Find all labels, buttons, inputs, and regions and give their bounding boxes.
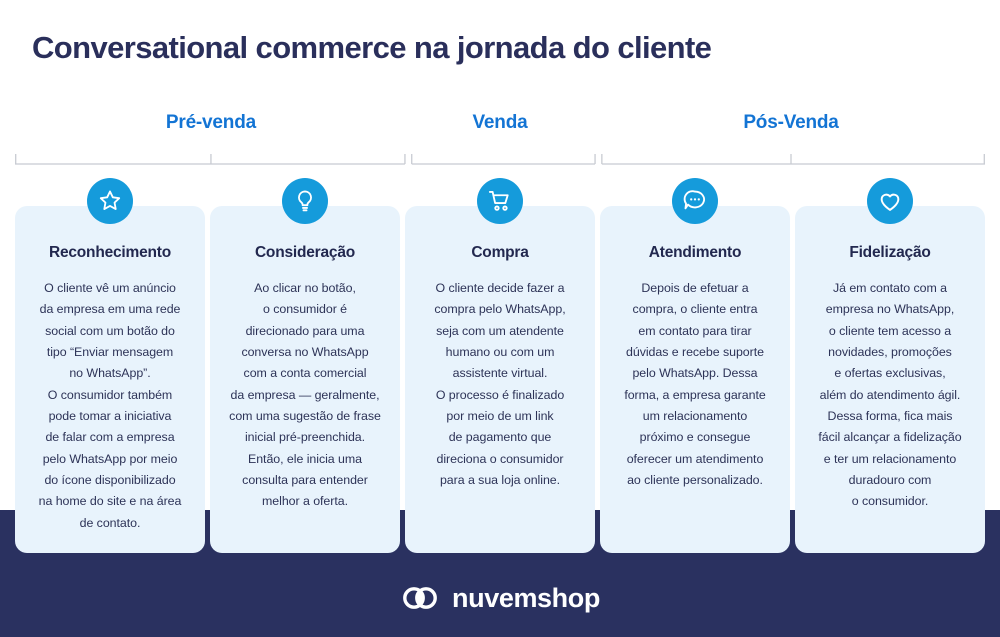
stage-card-title: Fidelização xyxy=(849,244,931,261)
stage-card-body: Já em contato com a empresa no WhatsApp,… xyxy=(818,281,962,509)
nuvemshop-rings-logo xyxy=(400,584,442,612)
stage-card-body: O cliente decide fazer a compra pelo Wha… xyxy=(434,281,566,487)
stage-card-consideracao[interactable]: Consideração Ao clicar no botão, o consu… xyxy=(210,178,400,553)
journey-stage-cards: Reconhecimento O cliente vê um anúncio d… xyxy=(15,178,985,553)
stage-card-title: Compra xyxy=(471,244,529,261)
heart-icon xyxy=(867,178,913,224)
shopping-cart-icon xyxy=(477,178,523,224)
footer-logo: nuvemshop xyxy=(0,578,1000,618)
stage-card-atendimento[interactable]: Atendimento Depois de efetuar a compra, … xyxy=(600,178,790,553)
phase-label-0: Pré-venda xyxy=(165,112,256,133)
lightbulb-icon xyxy=(282,178,328,224)
stage-card-compra[interactable]: Compra O cliente decide fazer a compra p… xyxy=(405,178,595,553)
stage-card-title: Atendimento xyxy=(648,244,742,261)
stage-card-title: Reconhecimento xyxy=(48,244,172,261)
footer-brand-name: nuvemshop xyxy=(452,582,600,613)
page-title: Conversational commerce na jornada do cl… xyxy=(32,30,712,65)
phase-label-2: Pós-Venda xyxy=(743,112,839,133)
stage-card-fidelizacao[interactable]: Fidelização Já em contato com a empresa … xyxy=(795,178,985,553)
phase-timeline: Pós-Venda Venda Pré-venda xyxy=(15,112,985,167)
chat-bubble-icon xyxy=(672,178,718,224)
star-icon xyxy=(87,178,133,224)
timeline-ruler xyxy=(15,154,985,165)
stage-card-reconhecimento[interactable]: Reconhecimento O cliente vê um anúncio d… xyxy=(15,178,205,553)
stage-card-body: O cliente vê um anúncio da empresa em um… xyxy=(38,281,182,530)
phase-label-1: Venda xyxy=(472,112,528,133)
stage-card-title: Consideração xyxy=(254,244,356,261)
stage-card-body: Ao clicar no botão, o consumidor é direc… xyxy=(229,281,381,509)
stage-card-body: Depois de efetuar a compra, o cliente en… xyxy=(624,281,766,487)
